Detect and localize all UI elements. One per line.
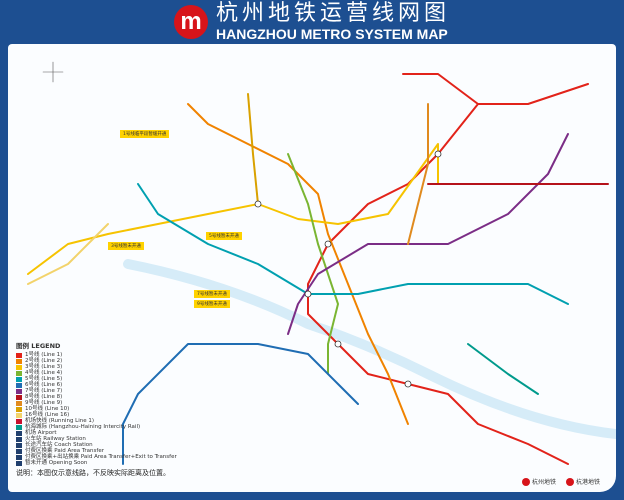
map-panel: 1号线临平段暂缓开通 3号线暂未开通 5号线暂未开通 7号线暂未开通 9号线暂未… [8,44,616,492]
line-5 [137,183,569,305]
line-swatch [16,400,22,406]
title-cn: 杭州地铁运营线网图 [215,1,450,26]
railway-station-icon [16,436,22,442]
legend-label: 6号线 (Line 6) [25,382,63,388]
footer-logos: 杭州地铁 杭港地铁 [521,477,600,486]
legend-label: 5号线 (Line 5) [25,376,63,382]
legend-label: 长途汽车站 Coach Station [25,442,93,448]
line-swatch [16,376,22,382]
footer-logo-1: 杭州地铁 [531,479,556,486]
compass-icon [42,61,64,83]
legend: 图例 LEGEND 1号线 (Line 1)2号线 (Line 2)3号线 (L… [16,342,177,478]
line-swatch [16,364,22,370]
line-swatch [16,424,22,430]
notice-label: 5号线暂未开通 [206,232,242,240]
legend-item: 9号线 (Line 9) [16,400,177,406]
metro-logo: m [173,5,208,39]
exit-transfer-icon [16,454,22,460]
line-swatch [16,382,22,388]
hangzhou-metro-logo-icon [521,477,530,486]
intercity-line [467,343,539,395]
legend-item: 16号线 (Line 16) [16,412,177,418]
legend-item: 火车站 Railway Station [16,436,177,442]
legend-label: 付费区换乘 Paid Area Transfer [25,448,104,454]
line-2 [187,103,409,425]
legend-label: 7号线 (Line 7) [25,388,63,394]
legend-item: 暂未开通 Opening Soon [16,460,177,466]
line-swatch [16,394,22,400]
line-6 [122,343,359,465]
legend-item: 机场快线 (Running Line 1) [16,418,177,424]
airport-icon [16,430,22,436]
notice-label: 3号线暂未开通 [108,242,144,250]
transfer-icon [16,448,22,454]
legend-label: 火车站 Railway Station [25,436,86,442]
legend-item: 1号线 (Line 1) [16,352,177,358]
river [123,259,616,439]
legend-item: 付费区换乘+出站换乘 Paid Area Transfer+Exit to Tr… [16,454,177,460]
line-swatch [16,358,22,364]
transfer-station [304,290,312,298]
line-swatch [16,352,22,358]
legend-note: 说明：本图仅示意线路，不反映实际距离及位置。 [16,469,170,477]
notice-label: 9号线暂未开通 [194,300,230,308]
legend-label: 机场 Airport [25,430,57,436]
legend-item: 10号线 (Line 10) [16,406,177,412]
metro-map[interactable] [8,44,616,492]
legend-label: 10号线 (Line 10) [25,406,70,412]
legend-item: 杭海城际 (Hangzhou-Haining Intercity Rail) [16,424,177,430]
legend-label: 3号线 (Line 3) [25,364,63,370]
title-en: HANGZHOU METRO SYSTEM MAP [215,26,448,42]
transfer-station [404,380,412,388]
legend-item: 机场 Airport [16,430,177,436]
legend-title: 图例 LEGEND [16,342,61,350]
coach-station-icon [16,442,22,448]
legend-item: 5号线 (Line 5) [16,376,177,382]
legend-label: 暂未开通 Opening Soon [25,460,88,466]
line-swatch [16,412,22,418]
transfer-station [324,240,332,248]
notice-label: 7号线暂未开通 [194,290,230,298]
notice-label: 1号线临平段暂缓开通 [120,130,170,138]
line-9 [407,103,429,245]
legend-item: 7号线 (Line 7) [16,388,177,394]
legend-item: 长途汽车站 Coach Station [16,442,177,448]
line-swatch [16,388,22,394]
line-10 [247,93,259,205]
legend-label: 机场快线 (Running Line 1) [25,418,95,424]
line-swatch [16,406,22,412]
footer-logo-2: 杭港地铁 [575,479,600,486]
legend-label: 4号线 (Line 4) [25,370,63,376]
legend-label: 16号线 (Line 16) [25,412,70,418]
header: m 杭州地铁运营线网图 HANGZHOU METRO SYSTEM MAP [0,0,624,44]
hangzhou-mtr-logo-icon [565,477,574,486]
line-4 [287,153,339,375]
legend-item: 4号线 (Line 4) [16,370,177,376]
legend-item: 3号线 (Line 3) [16,364,177,370]
legend-item: 付费区换乘 Paid Area Transfer [16,448,177,454]
legend-item: 8号线 (Line 8) [16,394,177,400]
dotted-line-icon [16,460,22,466]
legend-label: 9号线 (Line 9) [25,400,63,406]
line-swatch [16,370,22,376]
transfer-station [434,150,442,158]
line-swatch [16,418,22,424]
transfer-station [254,200,262,208]
line-1 [307,73,589,465]
legend-item: 6号线 (Line 6) [16,382,177,388]
transfer-station [334,340,342,348]
legend-label: 8号线 (Line 8) [25,394,63,400]
legend-label: 1号线 (Line 1) [25,352,63,358]
legend-item: 2号线 (Line 2) [16,358,177,364]
line-16 [27,223,109,285]
legend-label: 2号线 (Line 2) [25,358,63,364]
legend-label: 付费区换乘+出站换乘 Paid Area Transfer+Exit to Tr… [25,454,177,460]
legend-label: 杭海城际 (Hangzhou-Haining Intercity Rail) [25,424,141,430]
